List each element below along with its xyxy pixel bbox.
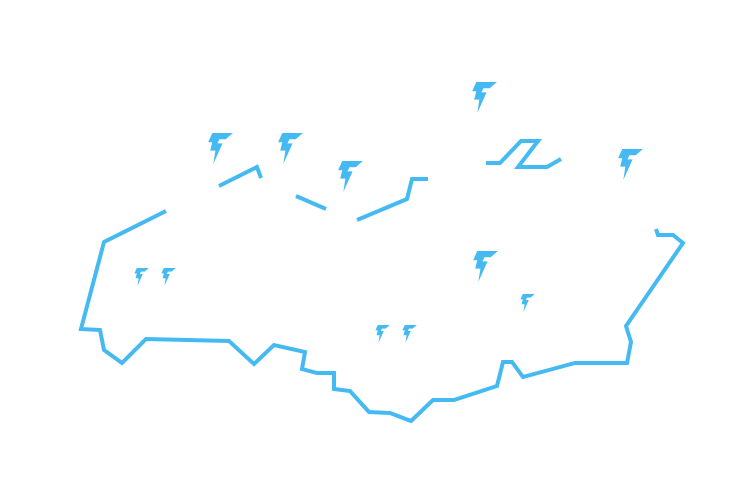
lightning-bolt-icon <box>402 325 417 343</box>
lightning-bolt-icon <box>618 149 643 180</box>
lightning-bolt-icon <box>208 133 233 164</box>
lightning-markers <box>134 82 643 343</box>
outline-north-west-2 <box>295 194 327 211</box>
outline-north-west-1 <box>218 164 263 188</box>
region-outline <box>78 139 686 424</box>
lightning-bolt-icon <box>338 161 363 192</box>
lightning-bolt-icon <box>134 268 149 286</box>
lightning-bolt-icon <box>520 294 535 312</box>
outline-north-east <box>486 139 562 169</box>
lightning-bolt-icon <box>375 325 390 343</box>
outline-north-central <box>356 177 428 222</box>
lightning-bolt-icon <box>161 268 176 286</box>
lightning-bolt-icon <box>472 82 497 113</box>
outline-main <box>78 209 686 424</box>
lightning-bolt-icon <box>278 133 303 164</box>
lightning-bolt-icon <box>473 251 498 282</box>
